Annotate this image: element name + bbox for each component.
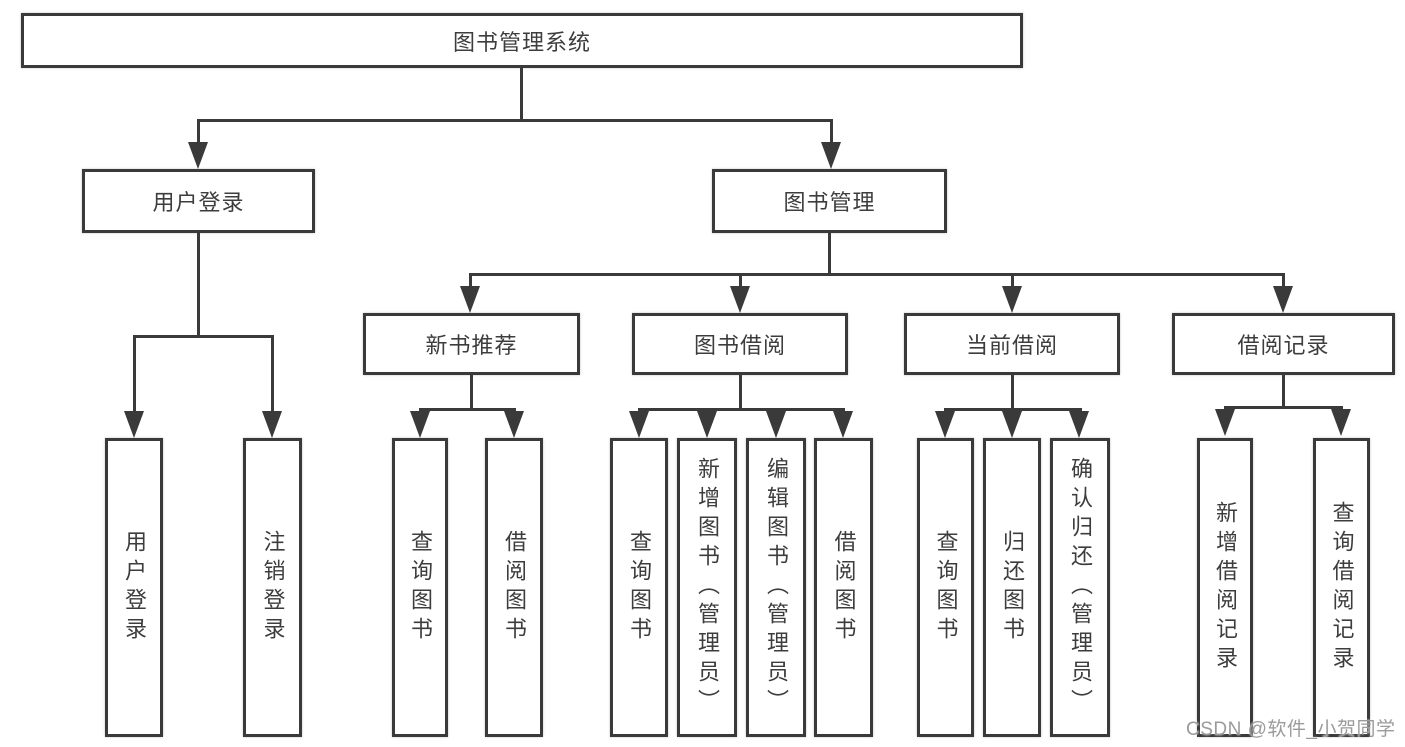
leaf-label: 注销登录 bbox=[260, 529, 286, 646]
connector-line bbox=[1282, 375, 1285, 406]
leaf-label: 用户登录 bbox=[122, 529, 147, 646]
node-library-management-system: 图书管理系统 bbox=[21, 13, 1023, 68]
leaf-logout: 注销登录 bbox=[243, 438, 302, 737]
arrow-down-icon bbox=[1002, 286, 1022, 313]
leaf-borrow-books: 借阅图书 bbox=[814, 438, 873, 737]
arrow-down-icon bbox=[188, 142, 208, 169]
arrow-down-icon bbox=[262, 411, 282, 438]
arrow-down-icon bbox=[629, 411, 649, 438]
node-label: 图书借阅 bbox=[693, 333, 786, 358]
arrow-down-icon bbox=[460, 286, 480, 313]
leaf-label: 查询借阅记录 bbox=[1329, 500, 1355, 675]
leaf-label: 借阅图书 bbox=[502, 529, 527, 646]
connector-line bbox=[133, 335, 274, 338]
connector-line bbox=[828, 233, 831, 273]
connector-line bbox=[197, 233, 200, 335]
leaf-query-books-current: 查询图书 bbox=[917, 438, 974, 737]
connector-line bbox=[469, 273, 472, 289]
leaf-borrow-books-recommend: 借阅图书 bbox=[485, 438, 543, 737]
connector-line bbox=[469, 273, 1285, 276]
node-book-management-branch: 图书管理 bbox=[712, 169, 947, 233]
leaf-user-login: 用户登录 bbox=[105, 438, 163, 737]
connector-line bbox=[419, 408, 516, 411]
leaf-edit-book-admin: 编辑图书（管理员） bbox=[746, 438, 806, 737]
leaf-add-book-admin: 新增图书（管理员） bbox=[677, 438, 737, 737]
node-label: 用户登录 bbox=[152, 190, 245, 215]
connector-line bbox=[1224, 406, 1343, 409]
connector-line bbox=[739, 273, 742, 289]
leaf-label: 查询图书 bbox=[627, 529, 652, 646]
arrow-down-icon bbox=[766, 411, 786, 438]
arrow-down-icon bbox=[1331, 409, 1351, 436]
arrow-down-icon bbox=[833, 411, 853, 438]
connector-line bbox=[830, 119, 833, 147]
connector-line bbox=[739, 375, 742, 408]
connector-line bbox=[271, 335, 274, 415]
arrow-down-icon bbox=[1069, 411, 1089, 438]
node-new-book-recommendation: 新书推荐 bbox=[363, 313, 580, 375]
leaf-label: 编辑图书（管理员） bbox=[764, 457, 789, 718]
arrow-down-icon bbox=[1273, 286, 1293, 313]
leaf-add-borrow-record: 新增借阅记录 bbox=[1197, 438, 1253, 737]
arrow-down-icon bbox=[935, 411, 955, 438]
connector-line bbox=[197, 119, 833, 122]
node-label: 新书推荐 bbox=[425, 333, 518, 358]
node-label: 图书管理系统 bbox=[452, 29, 591, 55]
connector-line bbox=[197, 119, 200, 147]
arrow-down-icon bbox=[730, 286, 750, 313]
node-user-login-branch: 用户登录 bbox=[82, 169, 315, 233]
leaf-label: 新增图书（管理员） bbox=[695, 457, 720, 718]
leaf-label: 查询图书 bbox=[408, 529, 433, 646]
node-current-borrowing: 当前借阅 bbox=[904, 313, 1120, 375]
node-label: 当前借阅 bbox=[965, 333, 1058, 358]
arrow-down-icon bbox=[697, 411, 717, 438]
arrow-down-icon bbox=[1215, 409, 1235, 436]
node-borrowing-records: 借阅记录 bbox=[1172, 313, 1395, 375]
connector-line bbox=[1282, 273, 1285, 289]
connector-line bbox=[944, 408, 1082, 411]
arrow-down-icon bbox=[821, 142, 841, 169]
arrow-down-icon bbox=[504, 411, 524, 438]
leaf-query-books-borrowing: 查询图书 bbox=[610, 438, 668, 737]
leaf-query-books-recommend: 查询图书 bbox=[392, 438, 448, 737]
leaf-label: 查询图书 bbox=[933, 529, 959, 646]
leaf-query-borrow-record: 查询借阅记录 bbox=[1313, 438, 1370, 737]
leaf-label: 新增借阅记录 bbox=[1213, 500, 1238, 675]
leaf-label: 借阅图书 bbox=[831, 529, 857, 646]
arrow-down-icon bbox=[1002, 411, 1022, 438]
connector-line bbox=[638, 408, 845, 411]
node-book-borrowing: 图书借阅 bbox=[632, 313, 848, 375]
connector-line bbox=[520, 68, 523, 119]
leaf-label: 归还图书 bbox=[1000, 529, 1025, 646]
leaf-confirm-return-admin: 确认归还（管理员） bbox=[1050, 438, 1110, 737]
connector-line bbox=[1011, 375, 1014, 408]
node-label: 借阅记录 bbox=[1237, 333, 1330, 358]
leaf-label: 确认归还（管理员） bbox=[1068, 457, 1093, 718]
csdn-watermark: CSDN @软件_小贺同学 bbox=[1186, 719, 1396, 740]
leaf-return-books: 归还图书 bbox=[983, 438, 1041, 737]
connector-line bbox=[133, 335, 136, 415]
connector-line bbox=[470, 375, 473, 408]
arrow-down-icon bbox=[410, 411, 430, 438]
node-label: 图书管理 bbox=[783, 190, 876, 215]
arrow-down-icon bbox=[124, 411, 144, 438]
connector-line bbox=[1011, 273, 1014, 289]
